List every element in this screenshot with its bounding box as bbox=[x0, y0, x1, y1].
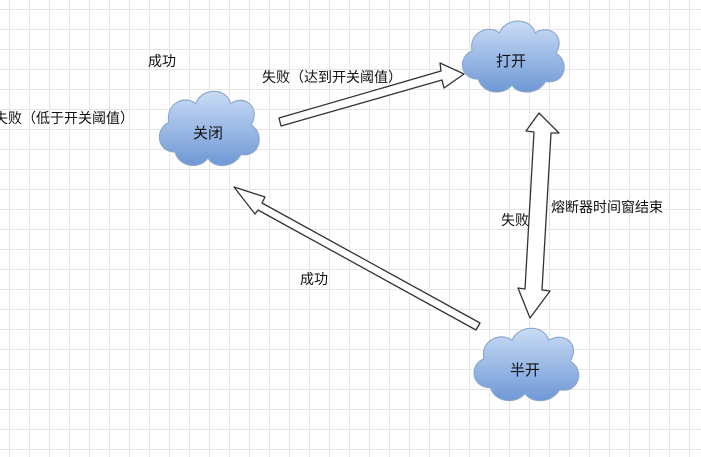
label-open-to-half-open: 熔断器时间窗结束 bbox=[551, 199, 663, 216]
label-half-open-to-open: 失败 bbox=[501, 213, 529, 229]
label-closed-to-open: 失败（达到开关阈值） bbox=[262, 70, 402, 86]
node-half-open-label: 半开 bbox=[510, 361, 540, 379]
arrow-closed-to-open bbox=[278, 62, 465, 127]
label-closed-self-failure: 失败（低于开关阈值） bbox=[0, 111, 134, 127]
arrow-half-open-to-closed bbox=[233, 186, 481, 331]
label-closed-self-success: 成功 bbox=[148, 54, 176, 70]
node-open-label: 打开 bbox=[496, 52, 526, 70]
node-closed-label: 关闭 bbox=[193, 124, 223, 142]
label-half-open-to-closed: 成功 bbox=[300, 272, 328, 288]
arrow-open-half-open-bidirectional bbox=[517, 112, 560, 319]
